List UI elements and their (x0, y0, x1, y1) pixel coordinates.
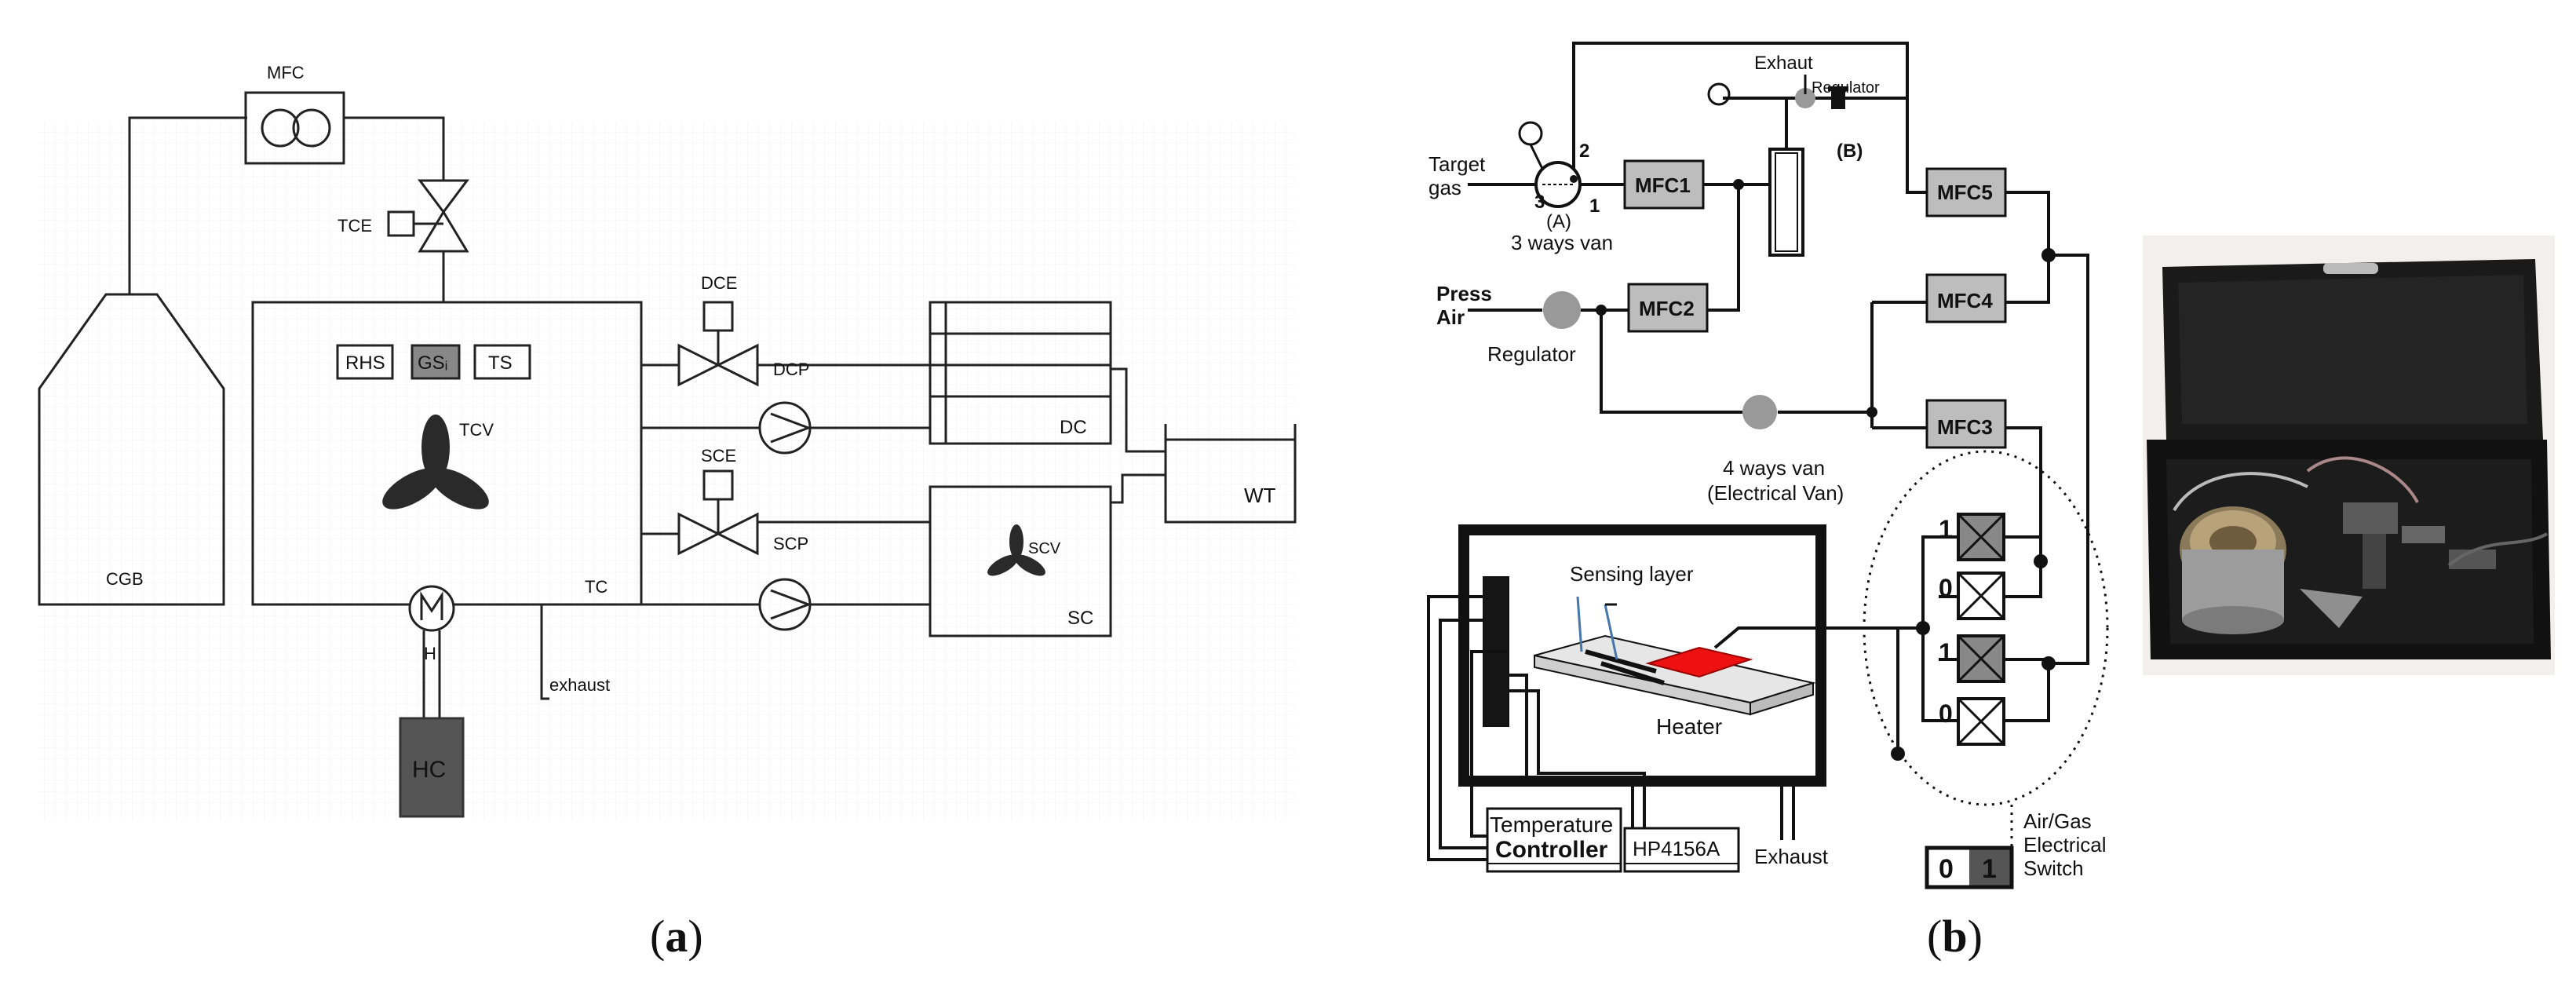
label-tce: TCE (338, 216, 372, 236)
water-tank-wt (1164, 424, 1297, 524)
label-sc: SC (1067, 608, 1093, 629)
tcv-fan-icon (382, 415, 489, 509)
heater-h (408, 585, 455, 632)
label-temperature: Temperature (1490, 813, 1613, 837)
svg-text:(b): (b) (1927, 911, 1983, 962)
chamber-dc (929, 301, 1112, 445)
label-ts: TS (488, 352, 513, 374)
hp4156a-instrument (1623, 827, 1740, 873)
sensor-gsi (410, 344, 461, 380)
label-a-marker: (A) (1546, 211, 1571, 232)
label-port-1: 1 (1589, 195, 1600, 217)
panel-b-diagram (1427, 42, 2109, 889)
label-regulator: Regulator (1487, 342, 1576, 366)
label-target: Target (1428, 152, 1486, 176)
label-hc: HC (412, 757, 446, 783)
label-press: Press (1436, 282, 1492, 305)
test-chamber-b (1458, 524, 1826, 787)
press-air-regulator (1543, 291, 1581, 329)
panel-a-diagram (38, 91, 1297, 820)
sce-valve (677, 512, 759, 556)
label-sce: SCE (701, 446, 736, 466)
label-switch-line3: Switch (2023, 856, 2084, 880)
label-h: H (424, 644, 436, 663)
label-exhaust-a: exhaust (549, 675, 610, 695)
label-gsi: GSᵢ (418, 352, 447, 374)
label-dc: DC (1060, 417, 1087, 438)
label-dcp: DCP (773, 360, 809, 379)
label-three-way: 3 ways van (1511, 231, 1613, 254)
label-valve-0b: 0 (1939, 699, 1953, 728)
mfc2-box (1627, 283, 1709, 333)
label-heater: Heater (1656, 714, 1722, 739)
sensor-ts (473, 344, 531, 380)
panel-b-labels: Exhaut Regulator (B) Target gas 2 3 1 (A… (1428, 53, 2106, 884)
label-rhs: RHS (345, 352, 385, 374)
label-valve-1b: 1 (1939, 638, 1953, 667)
gas-bottle-cgb (38, 293, 225, 606)
label-mfc3: MFC3 (1937, 415, 1993, 439)
svg-text:(a): (a) (650, 911, 703, 962)
label-switch-line1: Air/Gas (2023, 809, 2092, 833)
label-regulator-top: Regulator (1812, 79, 1880, 97)
label-exhaust-b: Exhaust (1754, 845, 1829, 868)
label-mfc-a: MFC (267, 63, 305, 82)
scv-fan-icon (987, 524, 1045, 576)
label-four-way: 4 ways van (1723, 456, 1825, 480)
label-tcv: TCV (459, 420, 494, 440)
sensor-rhs (336, 344, 394, 380)
label-controller: Controller (1495, 837, 1608, 863)
label-port-3: 3 (1534, 192, 1545, 213)
label-dce: DCE (701, 273, 737, 293)
panel-a-caption: (a) (650, 911, 703, 962)
label-switch-line2: Electrical (2023, 833, 2106, 856)
label-scv: SCV (1028, 540, 1061, 557)
label-mfc1: MFC1 (1635, 173, 1691, 197)
chamber-sc (929, 485, 1112, 637)
label-valve-0a: 0 (1939, 574, 1953, 602)
label-wt: WT (1244, 484, 1276, 507)
label-mfc5: MFC5 (1937, 181, 1993, 204)
mfc1-box (1623, 159, 1705, 210)
heater-controller-hc (399, 717, 465, 818)
label-mfc4: MFC4 (1937, 289, 1993, 312)
label-exhaut: Exhaut (1754, 53, 1813, 74)
mfc5-box (1925, 167, 2007, 217)
label-b-marker: (B) (1837, 141, 1863, 162)
mfc-box-a (244, 91, 345, 165)
panel-a-labels: MFC TCE DCE DCP SCE SCP SCV TCV RHS GSᵢ … (106, 63, 1276, 783)
label-valve-1a: 1 (1939, 515, 1953, 543)
mfc3-box (1925, 399, 2007, 449)
label-scp: SCP (773, 534, 808, 553)
sensing-layer (1645, 646, 1753, 678)
label-port-2: 2 (1579, 141, 1589, 162)
label-hp4156a: HP4156A (1633, 837, 1720, 860)
label-air: Air (1436, 305, 1465, 329)
label-switch-0: 0 (1939, 854, 1954, 884)
panel-b-caption: (b) (1927, 911, 1983, 962)
label-tc: TC (585, 577, 608, 597)
label-switch-1: 1 (1982, 854, 1997, 884)
label-electrical-van: (Electrical Van) (1707, 481, 1844, 505)
label-sensing-layer: Sensing layer (1570, 562, 1694, 586)
label-mfc2: MFC2 (1639, 297, 1695, 320)
label-cgb: CGB (106, 569, 144, 589)
temperature-controller (1486, 807, 1622, 873)
label-gas: gas (1428, 176, 1461, 199)
mfc4-box (1925, 273, 2007, 323)
setup-photo (2143, 236, 2555, 675)
